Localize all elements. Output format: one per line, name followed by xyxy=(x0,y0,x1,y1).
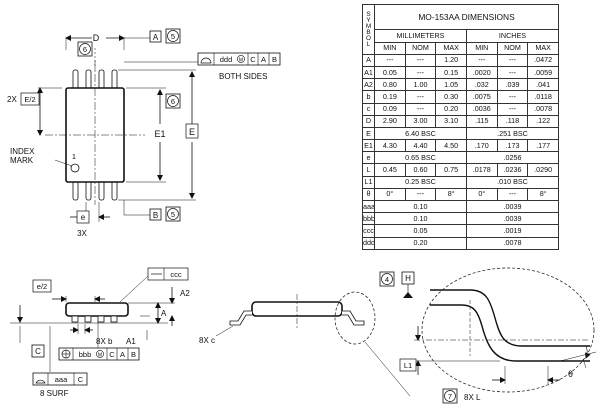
datum-h-frame: H xyxy=(401,271,415,285)
datum-a-frame: A xyxy=(149,30,162,43)
top-view xyxy=(37,35,198,222)
top-leads xyxy=(72,69,118,91)
svg-text:ddd: ddd xyxy=(220,55,233,64)
datum-c-frame: C xyxy=(31,344,45,358)
svg-text:M: M xyxy=(98,353,102,359)
detail-view xyxy=(403,267,597,393)
svg-text:e/2: e/2 xyxy=(37,282,47,291)
svg-text:C: C xyxy=(109,350,115,359)
dim-a1-label: A1 xyxy=(126,337,136,346)
note-7: 7 xyxy=(442,388,458,404)
side-body xyxy=(65,302,129,317)
dim-e1-label: E1 xyxy=(154,129,165,139)
bottom-leads xyxy=(72,179,118,201)
mm-span-cell: 0.20 xyxy=(374,236,467,251)
dim-a2-label: A2 xyxy=(180,289,190,298)
index-mark-icon xyxy=(70,163,80,173)
end-view xyxy=(215,291,411,397)
svg-text:B: B xyxy=(153,211,158,220)
svg-text:5: 5 xyxy=(171,32,175,41)
dim-e2-frame: E/2 xyxy=(20,92,40,106)
dim-l1-frame: L1 xyxy=(399,358,417,372)
table-title: MO-153AA DIMENSIONS xyxy=(374,3,559,31)
side-view xyxy=(10,275,175,372)
svg-text:A: A xyxy=(261,55,266,64)
svg-text:6: 6 xyxy=(83,45,87,54)
svg-text:C: C xyxy=(78,375,84,384)
svg-text:C: C xyxy=(250,55,256,64)
datum-b-frame: B xyxy=(149,208,162,221)
side-leads xyxy=(71,315,118,323)
svg-text:E/2: E/2 xyxy=(24,95,35,104)
dim-2x-label: 2X xyxy=(7,95,17,104)
symbol-cell: b xyxy=(362,90,375,104)
dim-3x-label: 3X xyxy=(77,229,87,238)
pin-1-label: 1 xyxy=(72,152,76,161)
bbb-feature-frame: bbb M C A B xyxy=(58,347,140,361)
detail-circle xyxy=(334,291,376,345)
svg-text:B: B xyxy=(131,350,136,359)
svg-text:B: B xyxy=(272,55,277,64)
svg-text:6: 6 xyxy=(171,97,175,106)
svg-text:4: 4 xyxy=(385,275,389,284)
dim-theta-label: θ xyxy=(568,369,573,379)
table-group-row: MILLIMETERS INCHES xyxy=(363,29,560,43)
svg-text:bbb: bbb xyxy=(79,350,92,359)
aaa-feature-frame: aaa C xyxy=(32,372,88,386)
note-6-top: 6 xyxy=(77,41,93,57)
datum-a-label: A xyxy=(153,33,159,42)
inch-span-cell: .0078 xyxy=(465,236,560,251)
dimensions-table: SYMBOL MO-153AA DIMENSIONS MILLIMETERS I… xyxy=(362,3,560,251)
svg-text:7: 7 xyxy=(448,392,452,401)
symbol-cell: c xyxy=(362,102,375,116)
ddd-feature-frame: ddd M C A B xyxy=(197,52,281,66)
dimensions-table-body: SYMBOL MO-153AA DIMENSIONS MILLIMETERS I… xyxy=(362,3,560,251)
dim-a-label: A xyxy=(161,309,167,318)
ccc-frame: ccc xyxy=(147,267,189,281)
dim-8xc-label: 8X c xyxy=(199,336,215,345)
svg-text:ccc: ccc xyxy=(170,270,182,279)
svg-text:E: E xyxy=(189,127,195,137)
svg-text:H: H xyxy=(405,274,411,283)
symbol-cell: e xyxy=(362,151,375,165)
dim-8xl-label: 8X L xyxy=(464,393,481,402)
dim-e-frame: E xyxy=(185,123,199,139)
dim-d-label: D xyxy=(93,33,100,43)
svg-text:5: 5 xyxy=(171,210,175,219)
dim-8xb-label: 8X b xyxy=(96,337,113,346)
svg-text:M: M xyxy=(239,58,243,64)
both-sides-label: BOTH SIDES xyxy=(219,72,267,81)
note-4: 4 xyxy=(379,271,395,287)
svg-text:aaa: aaa xyxy=(55,375,68,384)
note-5-top: 5 xyxy=(165,28,181,44)
dim-e2-side-frame: e/2 xyxy=(32,279,52,293)
svg-text:A: A xyxy=(120,350,125,359)
svg-text:e: e xyxy=(81,213,86,222)
svg-text:C: C xyxy=(35,347,41,356)
surf-label: 8 SURF xyxy=(40,389,69,398)
symbol-cell: ddd xyxy=(362,236,375,251)
note-5-bottom: 5 xyxy=(165,206,181,222)
svg-text:L1: L1 xyxy=(404,361,412,370)
table-title-row: SYMBOL MO-153AA DIMENSIONS xyxy=(362,3,559,55)
note-6-right: 6 xyxy=(165,93,181,109)
dim-e-pitch-frame: e xyxy=(76,210,90,224)
